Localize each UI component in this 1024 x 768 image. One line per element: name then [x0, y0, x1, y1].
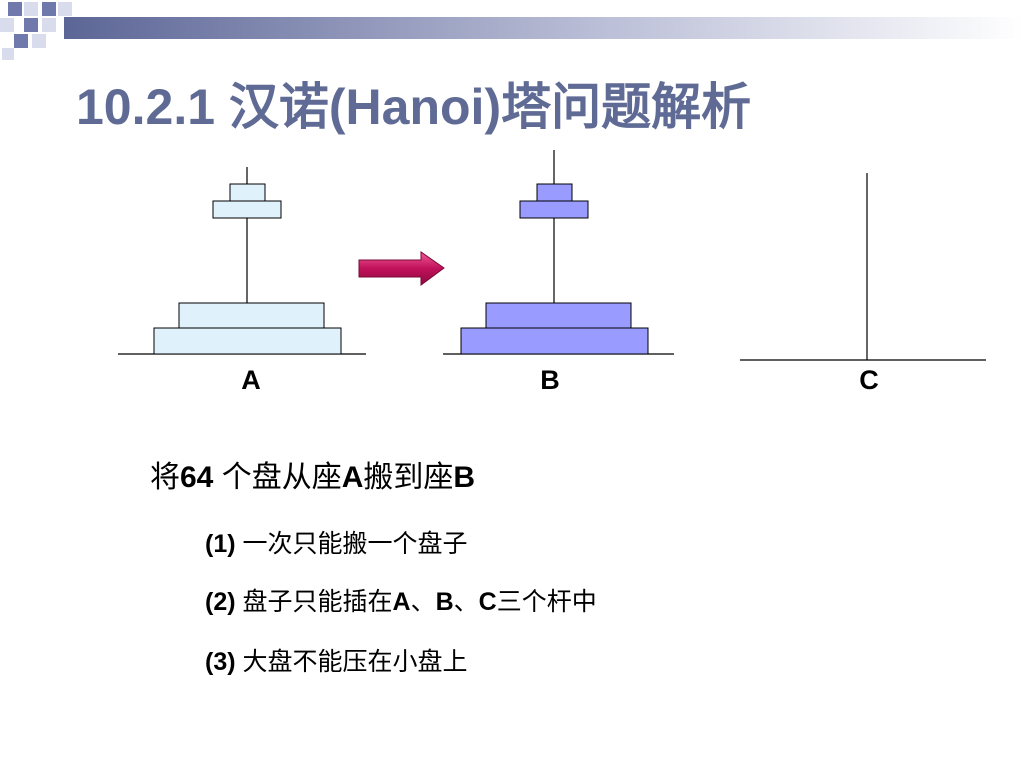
- peg-a-group: A: [118, 167, 366, 395]
- peg-c-group: C: [740, 173, 986, 395]
- rule-2-peg-a: A: [392, 588, 411, 616]
- rule-3-text: 大盘不能压在小盘上: [235, 648, 468, 676]
- deco-square-8: [14, 34, 28, 48]
- arrow-right-icon: [358, 251, 445, 286]
- rule-1-number: (1): [205, 530, 236, 558]
- rule-1: (1) 一次只能搬一个盘子: [205, 524, 468, 560]
- title-gradient-bar: [64, 17, 1024, 39]
- deco-square-5: [0, 18, 14, 32]
- rule-2-sep-1: 、: [410, 588, 436, 616]
- peg-b-disk-4: [460, 327, 649, 355]
- rule-2-sep-2: 、: [453, 588, 479, 616]
- peg-a-disk-4: [153, 327, 342, 355]
- peg-c-label: C: [859, 365, 879, 395]
- rule-3: (3) 大盘不能压在小盘上: [205, 642, 468, 678]
- peg-b-label: B: [540, 365, 560, 395]
- deco-square-4: [58, 2, 72, 16]
- deco-square-7: [42, 18, 56, 32]
- rule-2-number: (2): [205, 588, 236, 616]
- rule-2-peg-c: C: [478, 588, 497, 616]
- peg-a-label: A: [241, 365, 261, 395]
- move-arrow: [358, 251, 445, 286]
- decorative-squares: [0, 2, 72, 60]
- statement-pre: 将: [150, 461, 180, 494]
- deco-square-6: [24, 18, 38, 32]
- rule-2-text: 盘子只能插在: [235, 588, 393, 616]
- statement-from: A: [341, 461, 364, 494]
- rule-2: (2) 盘子只能插在A、B、C三个杆中: [205, 582, 597, 618]
- rule-2-peg-b: B: [435, 588, 454, 616]
- statement-to: B: [453, 461, 476, 494]
- page-title: 10.2.1 汉诺(Hanoi)塔问题解析: [76, 79, 752, 135]
- statement-mid2: 搬到座: [363, 461, 454, 494]
- deco-square-9: [32, 34, 46, 48]
- deco-square-10: [2, 48, 14, 60]
- deco-square-2: [24, 2, 38, 16]
- hanoi-diagram: A B C: [118, 150, 986, 395]
- rule-2-tail: 三个杆中: [496, 588, 597, 616]
- deco-square-3: [42, 2, 56, 16]
- peg-b-disk-1: [536, 183, 573, 202]
- statement-mid: 个盘从座: [213, 461, 342, 494]
- peg-b-disk-2: [519, 200, 589, 219]
- peg-a-disk-1: [229, 183, 266, 202]
- rule-3-number: (3): [205, 648, 236, 676]
- peg-b-group: B: [443, 150, 674, 395]
- peg-a-disk-2: [212, 200, 282, 219]
- peg-a-disk-3: [178, 302, 325, 329]
- rule-1-text: 一次只能搬一个盘子: [235, 530, 468, 558]
- deco-square-1: [8, 2, 22, 16]
- main-statement: 将64 个盘从座A搬到座B: [150, 452, 475, 496]
- peg-b-disk-3: [485, 302, 632, 329]
- statement-count: 64: [180, 461, 214, 494]
